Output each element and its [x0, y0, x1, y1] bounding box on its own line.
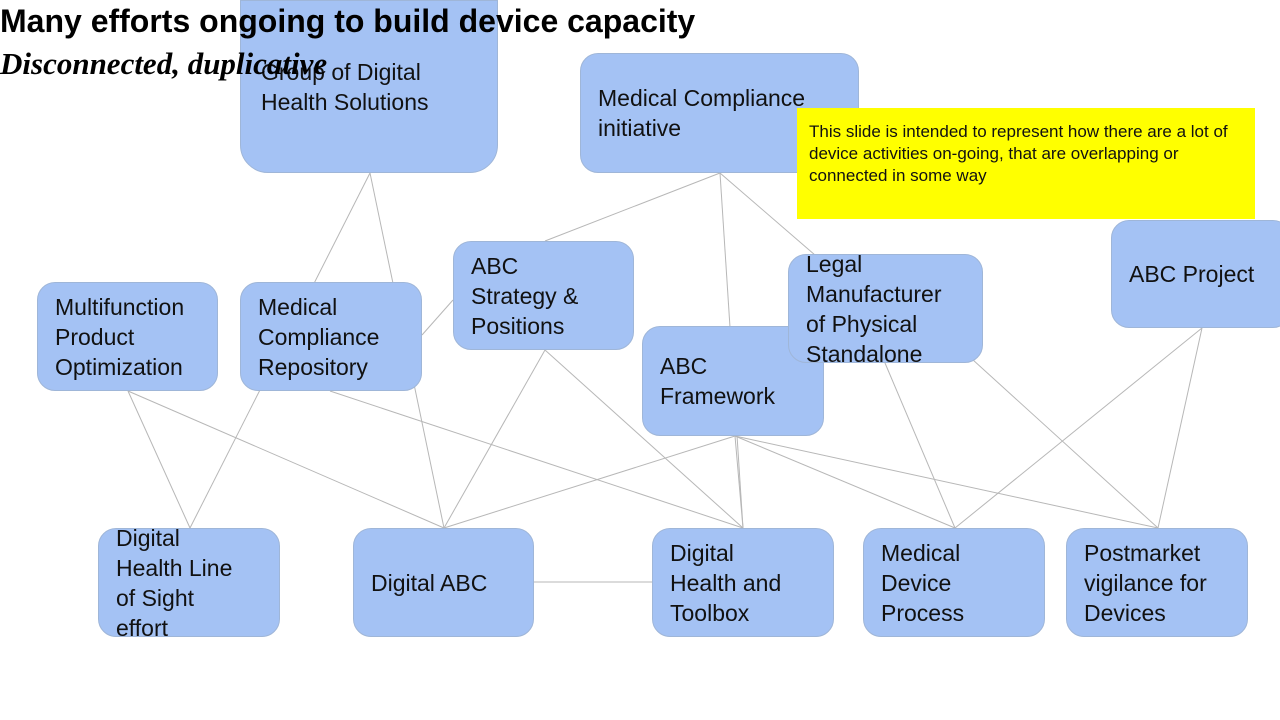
node-label: Postmarket vigilance for Devices	[1084, 539, 1207, 626]
node-group-digital-health[interactable]: Group of Digital Health Solutions	[240, 0, 498, 173]
node-label: Medical Compliance Repository	[258, 293, 380, 380]
connector-line	[127, 390, 445, 529]
node-abc-project[interactable]: ABC Project	[1111, 220, 1280, 328]
connector-line	[734, 435, 1159, 529]
node-label: ABC Strategy & Positions	[471, 252, 579, 339]
node-label: Group of Digital Health Solutions	[261, 58, 429, 115]
node-label: Medical Compliance initiative	[598, 85, 806, 141]
node-label: Digital ABC	[371, 569, 488, 596]
connector-line	[127, 390, 191, 529]
slide-subtitle: Disconnected, duplicative	[0, 46, 328, 81]
node-label: Legal Manufacturer of Physical Standalon…	[806, 250, 942, 367]
node-digital-line-of-sight[interactable]: Digital Health Line of Sight effort	[98, 525, 280, 641]
connector-line	[1157, 327, 1203, 529]
node-label: Multifunction Product Optimization	[55, 293, 185, 380]
node-medical-device-process[interactable]: Medical Device Process	[863, 528, 1045, 637]
node-label: Medical Device Process	[881, 539, 965, 626]
connector-line	[443, 349, 546, 529]
node-postmarket-vigilance[interactable]: Postmarket vigilance for Devices	[1066, 528, 1248, 637]
connector-line	[954, 327, 1203, 529]
node-label: Digital Health Line of Sight effort	[116, 524, 233, 641]
connector-line	[544, 172, 721, 242]
connector-line	[421, 299, 454, 336]
node-digital-abc[interactable]: Digital ABC	[353, 528, 534, 637]
connector-line	[734, 435, 744, 529]
node-label: ABC Framework	[660, 353, 776, 409]
node-label: Digital Health and Toolbox	[670, 539, 782, 626]
node-digital-toolbox[interactable]: Digital Health and Toolbox	[652, 528, 834, 637]
node-multifunction[interactable]: Multifunction Product Optimization	[37, 282, 218, 391]
node-label: ABC Project	[1129, 261, 1255, 287]
node-abc-strategy[interactable]: ABC Strategy & Positions	[453, 241, 634, 350]
connector-line	[443, 435, 736, 529]
node-med-compliance-repo[interactable]: Medical Compliance Repository	[240, 282, 422, 391]
sticky-note[interactable]: This slide is intended to represent how …	[797, 108, 1255, 219]
node-legal-manufacturer[interactable]: Legal Manufacturer of Physical Standalon…	[788, 251, 983, 367]
connector-line	[734, 435, 956, 529]
connector-line	[884, 362, 956, 529]
slide-title: Many efforts ongoing to build device cap…	[0, 3, 696, 39]
